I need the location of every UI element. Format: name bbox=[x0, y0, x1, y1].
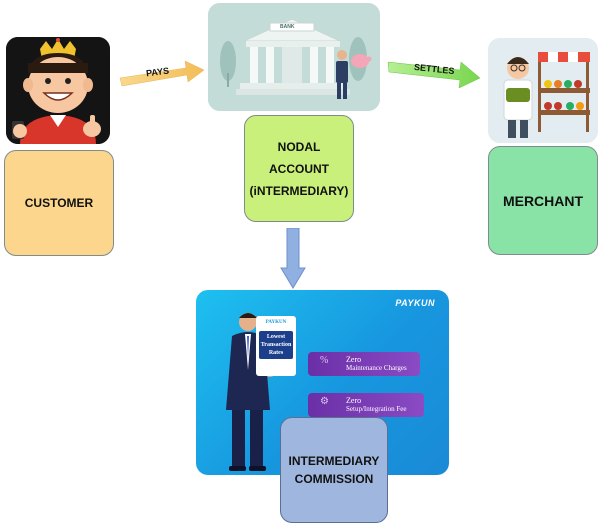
bank-building-icon bbox=[208, 3, 380, 111]
bank-sign-label: BANK bbox=[280, 24, 295, 30]
paykun-logo: PAYKUN bbox=[395, 298, 435, 308]
settles-arrow: SETTLES bbox=[386, 58, 482, 90]
zero-maintenance-pill: % Zero Maintenance Charges bbox=[308, 352, 420, 376]
customer-box: CUSTOMER bbox=[4, 150, 114, 256]
doc-logo: PAYKUN bbox=[265, 320, 287, 325]
merchant-illustration bbox=[488, 38, 598, 143]
commission-label-line1: INTERMEDIARY bbox=[288, 454, 380, 468]
customer-illustration bbox=[6, 37, 110, 144]
intermediary-commission-box: INTERMEDIARY COMMISSION bbox=[280, 417, 388, 523]
nodal-account-box: NODAL ACCOUNT (iNTERMEDIARY) bbox=[244, 115, 354, 222]
doc-line3: Rates bbox=[268, 350, 284, 356]
nodal-label-line3: (iNTERMEDIARY) bbox=[249, 183, 349, 198]
customer-label: CUSTOMER bbox=[24, 196, 94, 210]
settles-arrow-shape bbox=[387, 61, 481, 89]
pill1-title: Zero bbox=[346, 355, 362, 364]
gear-icon: ⚙ bbox=[320, 396, 329, 407]
doc-line2: Transaction bbox=[260, 342, 292, 348]
zero-setup-pill: ⚙ Zero Setup/Integration Fee bbox=[308, 393, 424, 417]
pill1-sub: Maintenance Charges bbox=[346, 364, 407, 372]
commission-label-line2: COMMISSION bbox=[294, 472, 374, 486]
percent-icon: % bbox=[320, 355, 329, 366]
doc-line1: Lowest bbox=[266, 334, 286, 340]
down-arrow-shape bbox=[280, 227, 306, 289]
merchant-label: MERCHANT bbox=[502, 192, 584, 209]
pays-arrow: PAYS bbox=[118, 58, 206, 88]
nodal-label-line1: NODAL bbox=[277, 139, 321, 154]
customer-cartoon-icon bbox=[6, 37, 110, 144]
pays-arrow-shape bbox=[119, 60, 205, 87]
bank-illustration: BANK bbox=[208, 3, 380, 111]
merchant-box: MERCHANT bbox=[488, 146, 598, 255]
rates-document: PAYKUN Lowest Transaction Rates bbox=[256, 316, 296, 376]
pill2-sub: Setup/Integration Fee bbox=[346, 405, 407, 413]
pill2-title: Zero bbox=[346, 396, 362, 405]
down-arrow bbox=[280, 227, 306, 290]
nodal-label-line2: ACCOUNT bbox=[269, 161, 329, 176]
merchant-vendor-icon bbox=[488, 38, 598, 143]
